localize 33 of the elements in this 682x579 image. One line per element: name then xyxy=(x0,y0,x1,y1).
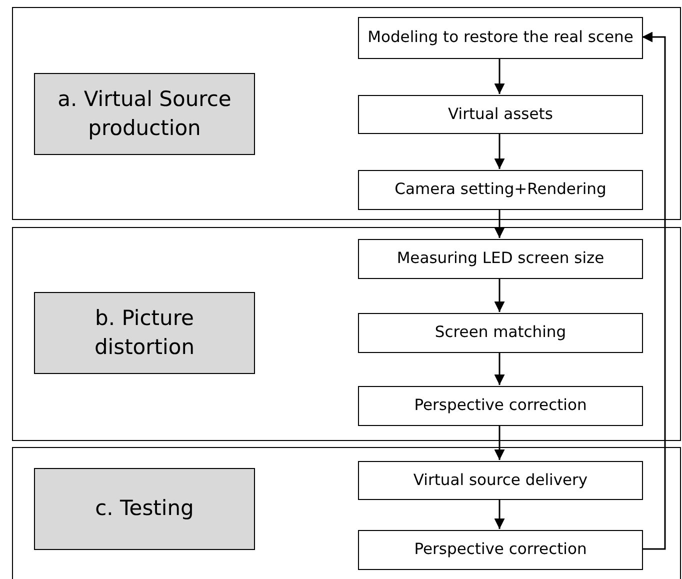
stage-box xyxy=(34,468,255,550)
stage-box xyxy=(34,73,255,155)
process-box xyxy=(358,17,643,59)
section-frame xyxy=(12,7,681,220)
step-label: Screen matching xyxy=(434,324,566,342)
section-frame xyxy=(12,227,681,441)
stage-label: b. Picture distortion xyxy=(93,304,196,361)
arrow xyxy=(494,499,505,529)
process-box xyxy=(358,461,643,500)
process-box xyxy=(358,170,643,210)
process-box xyxy=(358,530,643,570)
process-box xyxy=(358,239,643,279)
process-box xyxy=(358,386,643,426)
step-label: Virtual assets xyxy=(448,106,553,124)
arrow xyxy=(494,58,505,94)
stage-label: c. Testing xyxy=(95,495,194,522)
section-frame xyxy=(12,447,681,579)
process-box xyxy=(358,313,643,353)
stage-label: a. Virtual Source production xyxy=(56,86,232,142)
arrow xyxy=(642,32,666,550)
stage-box xyxy=(34,292,255,374)
step-label: Perspective correction xyxy=(414,397,587,415)
arrow xyxy=(494,209,505,238)
step-label: Perspective correction xyxy=(414,541,587,559)
step-label: Virtual source delivery xyxy=(413,472,588,490)
step-label: Camera setting+Rendering xyxy=(394,181,606,199)
arrow xyxy=(494,425,505,460)
step-label: Measuring LED screen size xyxy=(396,250,604,268)
step-label: Modeling to restore the real scene xyxy=(368,29,634,47)
arrow xyxy=(494,352,505,385)
arrow xyxy=(494,133,505,169)
process-box xyxy=(358,95,643,134)
arrow xyxy=(494,278,505,312)
